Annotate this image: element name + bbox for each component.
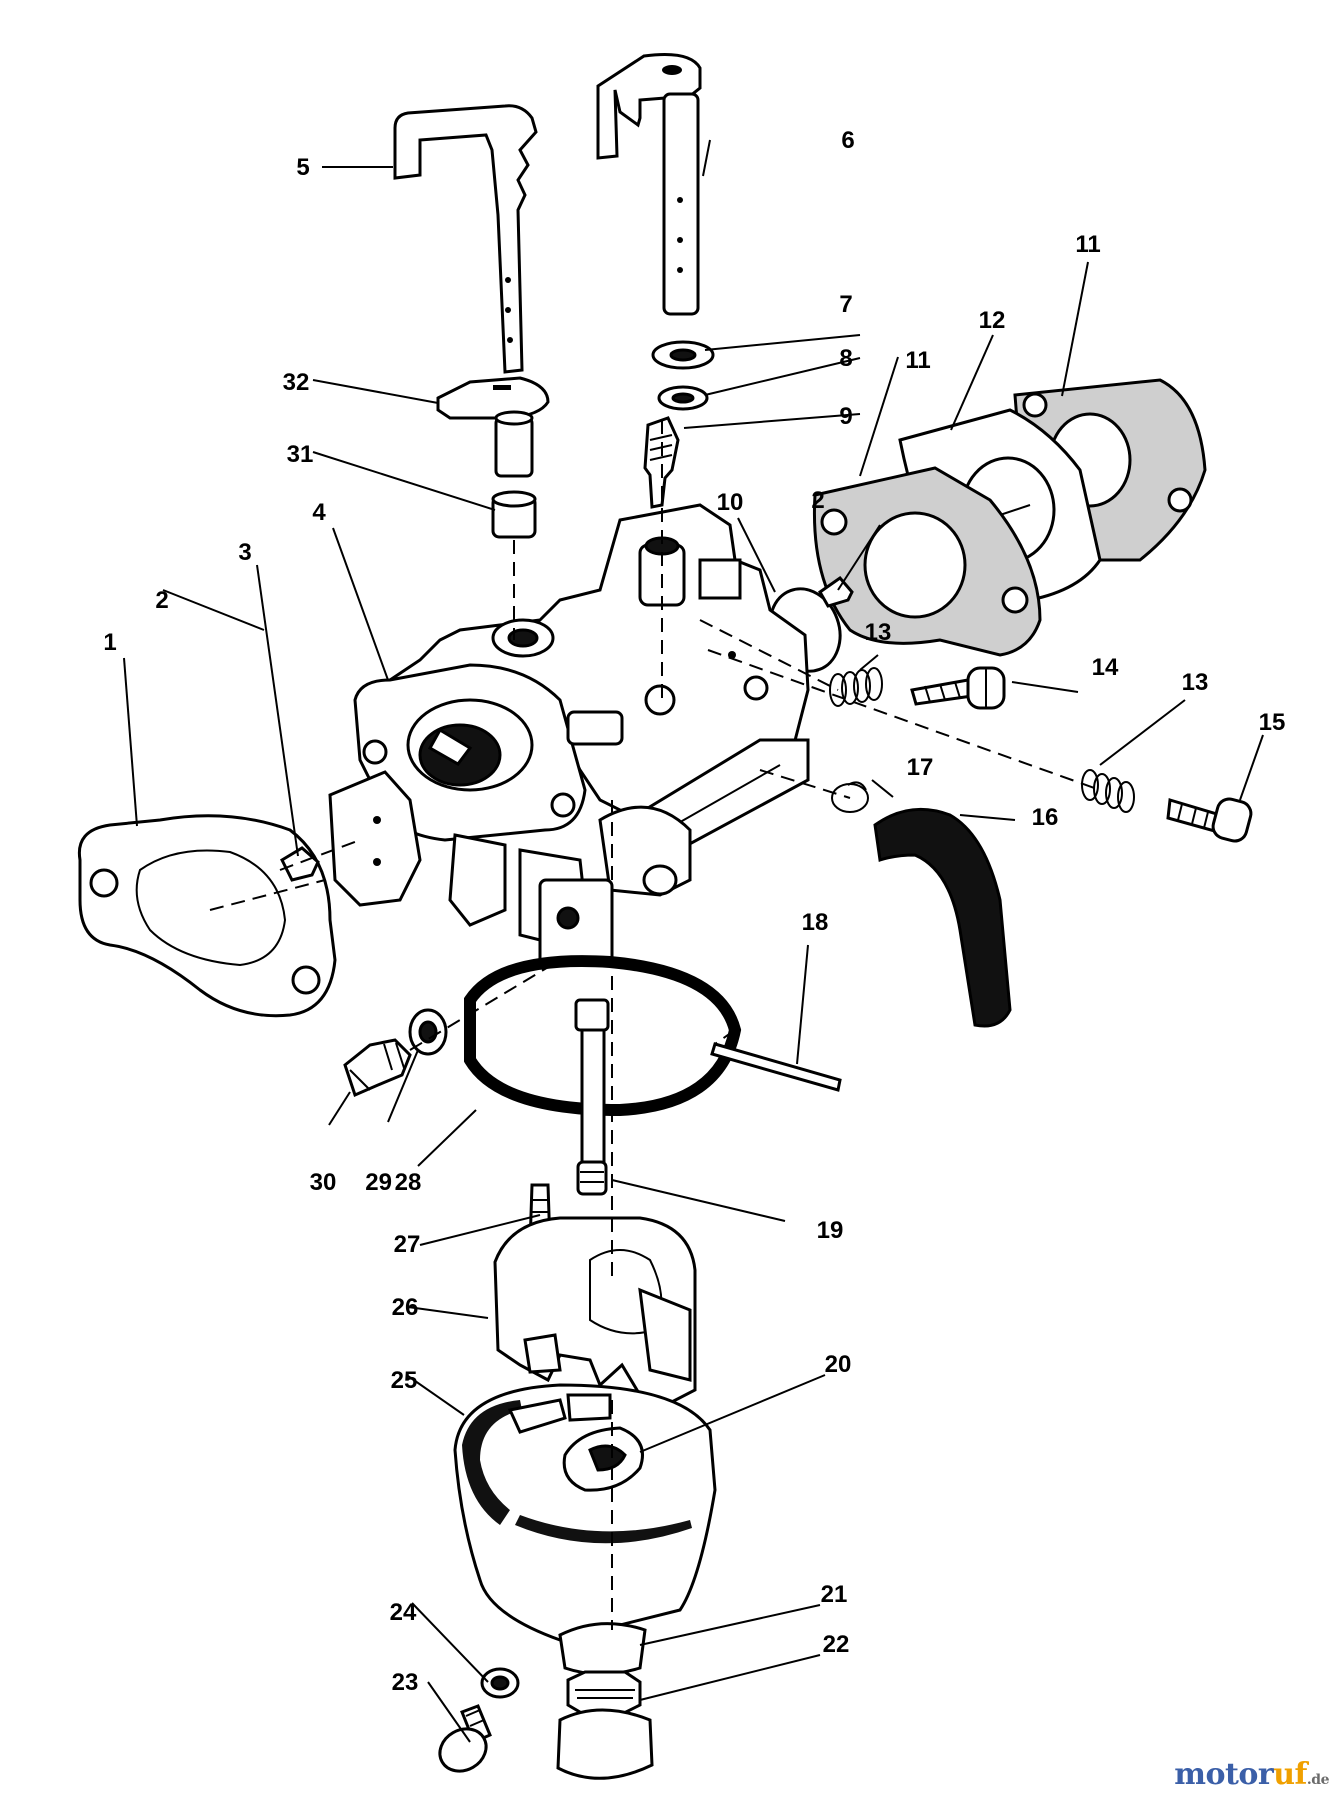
part-19-seat <box>576 1160 608 1196</box>
part-25-bowl <box>453 1383 717 1642</box>
part-30-screw <box>343 1038 412 1098</box>
part-22-bowl-nut <box>556 1670 654 1780</box>
part-7-washer <box>651 340 715 370</box>
callout-4: 4 <box>312 499 326 526</box>
callout-12: 12 <box>979 307 1006 334</box>
callout-1: 1 <box>103 629 116 656</box>
part-26-float <box>493 1216 697 1410</box>
part-1-gasket <box>77 814 337 1018</box>
part-14-screw <box>910 666 1006 710</box>
watermark-part2: uf <box>1273 1757 1307 1792</box>
part-31-bushing <box>491 490 537 539</box>
part-17-clip <box>831 781 869 813</box>
leader-lines <box>123 139 1264 1743</box>
part-20-float-pin <box>562 1426 644 1492</box>
part-2-screw-lower <box>280 846 320 882</box>
part-29-washer <box>408 1008 448 1056</box>
callout-11-rear: 11 <box>1075 231 1100 258</box>
part-21-washer <box>558 1622 647 1676</box>
part-23-drain-screw <box>438 1704 492 1773</box>
callout-3: 3 <box>238 539 251 566</box>
callout-labels: 1 2 2 3 4 5 6 7 8 9 10 11 11 12 13 13 14… <box>103 127 1285 1696</box>
callout-23: 23 <box>392 1669 419 1696</box>
callout-20: 20 <box>825 1351 852 1378</box>
part-11-gasket-front <box>812 466 1042 657</box>
callout-29: 29 <box>365 1169 392 1196</box>
watermark-part1: motor <box>1174 1757 1274 1792</box>
part-15-screw <box>1166 797 1253 843</box>
watermark-logo: motoruf.de <box>1174 1757 1329 1792</box>
part-3-plate <box>328 770 422 907</box>
callout-11-front: 11 <box>905 347 930 374</box>
callout-24: 24 <box>390 1599 417 1626</box>
part-24-washer <box>480 1667 520 1699</box>
callout-5: 5 <box>296 154 309 181</box>
part-8-seal <box>657 385 709 411</box>
callout-26: 26 <box>392 1294 419 1321</box>
needle-inlet <box>574 998 610 1177</box>
callout-25: 25 <box>391 1367 418 1394</box>
callout-10: 10 <box>717 489 744 516</box>
callout-6: 6 <box>841 127 854 154</box>
callout-21: 21 <box>821 1581 848 1608</box>
part-2-screw-upper <box>818 575 854 608</box>
callout-2-upper: 2 <box>811 487 824 514</box>
callout-19: 19 <box>817 1217 844 1244</box>
part-18-pin <box>710 1042 842 1092</box>
callout-32: 32 <box>283 369 310 396</box>
callout-17: 17 <box>907 754 934 781</box>
callout-22: 22 <box>823 1631 850 1658</box>
part-6-choke-shaft <box>596 53 702 316</box>
alignment-lines <box>209 420 1101 1630</box>
callout-16: 16 <box>1032 804 1059 831</box>
part-32-throttle-plate <box>436 376 550 478</box>
watermark-suffix: .de <box>1306 1772 1330 1788</box>
callout-15: 15 <box>1259 709 1286 736</box>
callout-8: 8 <box>839 345 852 372</box>
callout-31: 31 <box>287 441 314 468</box>
callout-28: 28 <box>395 1169 422 1196</box>
callout-9: 9 <box>839 403 852 430</box>
part-16-hose <box>873 807 1012 1028</box>
callout-30: 30 <box>310 1169 337 1196</box>
part-13-spring-upper <box>829 667 883 707</box>
callout-7: 7 <box>839 291 852 318</box>
part-4-carburetor-body <box>353 503 810 967</box>
callout-27: 27 <box>394 1231 421 1258</box>
callout-14: 14 <box>1092 654 1119 681</box>
callout-13-lower: 13 <box>1182 669 1209 696</box>
part-13-spring-lower <box>1081 769 1135 813</box>
callout-2-lower: 2 <box>155 587 168 614</box>
callout-18: 18 <box>802 909 829 936</box>
part-5-throttle-lever <box>393 104 538 374</box>
callout-13-upper: 13 <box>865 619 892 646</box>
